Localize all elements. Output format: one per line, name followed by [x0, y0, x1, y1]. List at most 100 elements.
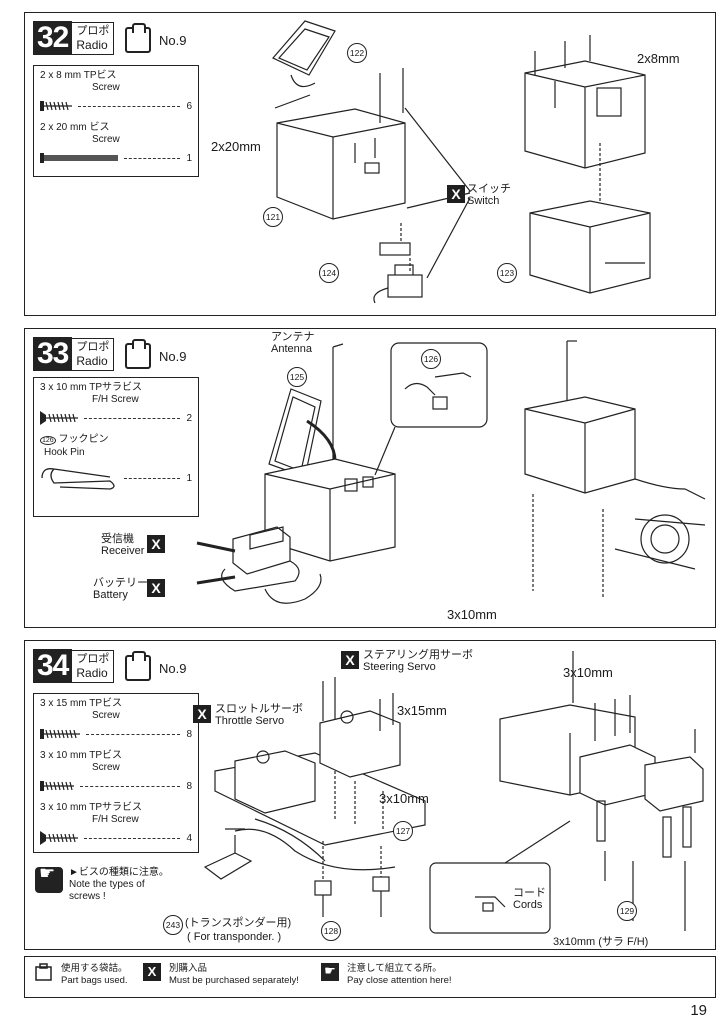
- bag-number: No.9: [159, 660, 187, 676]
- bag-icon: [35, 963, 52, 981]
- callout-124: 124: [319, 263, 339, 283]
- part-number: 126: [40, 436, 56, 445]
- legend-attention-jp: 注意して組立てる所。: [347, 963, 442, 974]
- part-qty: 8: [186, 780, 192, 792]
- step-number: 34: [33, 649, 73, 683]
- label-2x8mm: 2x8mm: [637, 51, 680, 66]
- part-row: 2: [40, 408, 192, 428]
- pointing-hand-icon: ☛: [321, 963, 339, 981]
- purchase-separately-mark: X: [447, 185, 465, 203]
- callout-127: 127: [393, 821, 413, 841]
- part-name: 2 x 20 mm ビス: [40, 122, 110, 133]
- step-header: 33 プロポ Radio: [33, 337, 115, 371]
- step-header: 32 プロポ Radio: [33, 21, 115, 55]
- step-label: プロポ Radio: [72, 337, 115, 371]
- parts-list: 3 x 15 mm TPビス Screw 8 3 x 10 mm TPビス Sc…: [33, 693, 199, 853]
- callout-123: 123: [497, 263, 517, 283]
- step-label-jp: プロポ: [76, 25, 110, 37]
- flat-head-screw-icon: [40, 411, 78, 425]
- callout-125: 125: [287, 367, 307, 387]
- receiver-label-en: Receiver: [101, 545, 145, 557]
- legend-bag-jp: 使用する袋詰。: [61, 963, 128, 974]
- throttle-servo-label-en: Throttle Servo: [215, 715, 285, 727]
- note-en-1: Note the types of: [69, 879, 145, 890]
- purchase-separately-mark: X: [193, 705, 211, 723]
- label-3x10mm-fh: 3x10mm (サラ F/H): [553, 936, 649, 948]
- callout-128: 128: [321, 921, 341, 941]
- bag-indicator: No.9: [125, 339, 187, 369]
- transponder-label-en: ( For transponder. ): [187, 931, 282, 943]
- step-label-jp: プロポ: [76, 653, 110, 665]
- label-2x20mm: 2x20mm: [211, 139, 261, 154]
- legend-attention-en: Pay close attention here!: [347, 975, 452, 986]
- throttle-servo-label-jp: スロットルサーボ: [215, 703, 303, 715]
- part-sub: Screw: [92, 82, 120, 93]
- part-sub: Hook Pin: [44, 447, 85, 458]
- part-row: 1: [40, 148, 192, 168]
- purchase-separately-mark: X: [147, 535, 165, 553]
- part-name: フックピン: [58, 434, 109, 445]
- machine-screw-icon: [40, 153, 118, 163]
- pointing-hand-icon: [35, 867, 63, 893]
- bag-number: No.9: [159, 32, 187, 48]
- purchase-separately-mark: X: [147, 579, 165, 597]
- step-number: 32: [33, 21, 73, 55]
- page-number: 19: [690, 1002, 707, 1019]
- part-qty: 6: [186, 100, 192, 112]
- x-mark-icon: X: [143, 963, 161, 981]
- part-row: 8: [40, 776, 192, 796]
- step-number: 33: [33, 337, 73, 371]
- step-label-en: Radio: [76, 354, 108, 368]
- step-label: プロポ Radio: [72, 649, 115, 683]
- part-name: 2 x 8 mm TPビス: [40, 70, 117, 81]
- transponder-label-jp: (トランスポンダー用): [185, 917, 292, 929]
- receiver-label-jp: 受信機: [101, 533, 134, 545]
- callout-129: 129: [617, 901, 637, 921]
- bag-icon: [125, 339, 151, 369]
- parts-list: 3 x 10 mm TPサラビス F/H Screw 2 126 フックピン H…: [33, 377, 199, 517]
- step-label: プロポ Radio: [72, 21, 115, 55]
- note-jp: ►ビスの種類に注意。: [69, 867, 169, 878]
- part-sub: F/H Screw: [92, 394, 139, 405]
- part-qty: 2: [186, 412, 192, 424]
- servo-install-diagram: [203, 651, 704, 934]
- switch-label-en: Switch: [467, 195, 500, 207]
- part-sub: Screw: [92, 710, 120, 721]
- part-name: 3 x 15 mm TPビス: [40, 698, 123, 709]
- switch-label-jp: スイッチ: [467, 183, 511, 195]
- part-row: 8: [40, 724, 192, 744]
- steering-servo-label-jp: ステアリング用サーボ: [363, 649, 473, 661]
- part-name: 3 x 10 mm TPビス: [40, 750, 123, 761]
- bag-indicator: No.9: [125, 23, 187, 53]
- legend-purchase-en: Must be purchased separately!: [169, 975, 299, 986]
- bag-number: No.9: [159, 348, 187, 364]
- battery-label-jp: バッテリー: [93, 577, 148, 589]
- receiver-install-diagram: [196, 340, 706, 604]
- label-3x10mm: 3x10mm: [447, 607, 497, 622]
- cords-label-en: Cords: [513, 899, 543, 911]
- part-qty: 4: [186, 832, 192, 844]
- legend-bag: 使用する袋詰。Part bags used.: [35, 963, 128, 987]
- steering-servo-label-en: Steering Servo: [363, 661, 436, 673]
- legend-bag-en: Part bags used.: [61, 975, 128, 986]
- step-label-en: Radio: [76, 38, 108, 52]
- callout-243: 243: [163, 915, 183, 935]
- part-name: 3 x 10 mm TPサラビス: [40, 382, 143, 393]
- step-label-en: Radio: [76, 666, 108, 680]
- tapping-screw-icon: [40, 729, 80, 739]
- cords-label-jp: コード: [513, 887, 546, 899]
- legend-attention: ☛ 注意して組立てる所。Pay close attention here!: [321, 963, 452, 987]
- note-en-2: screws !: [69, 891, 106, 902]
- bag-indicator: No.9: [125, 651, 187, 681]
- receiver-box-assembly-diagram: [272, 20, 651, 304]
- part-row: 1: [40, 461, 192, 495]
- bag-icon: [125, 23, 151, 53]
- part-sub: Screw: [92, 762, 120, 773]
- callout-121: 121: [263, 207, 283, 227]
- step-header: 34 プロポ Radio: [33, 649, 115, 683]
- part-sub: Screw: [92, 134, 120, 145]
- flat-head-screw-icon: [40, 831, 78, 845]
- part-qty: 1: [186, 472, 192, 484]
- part-row: 6: [40, 96, 192, 116]
